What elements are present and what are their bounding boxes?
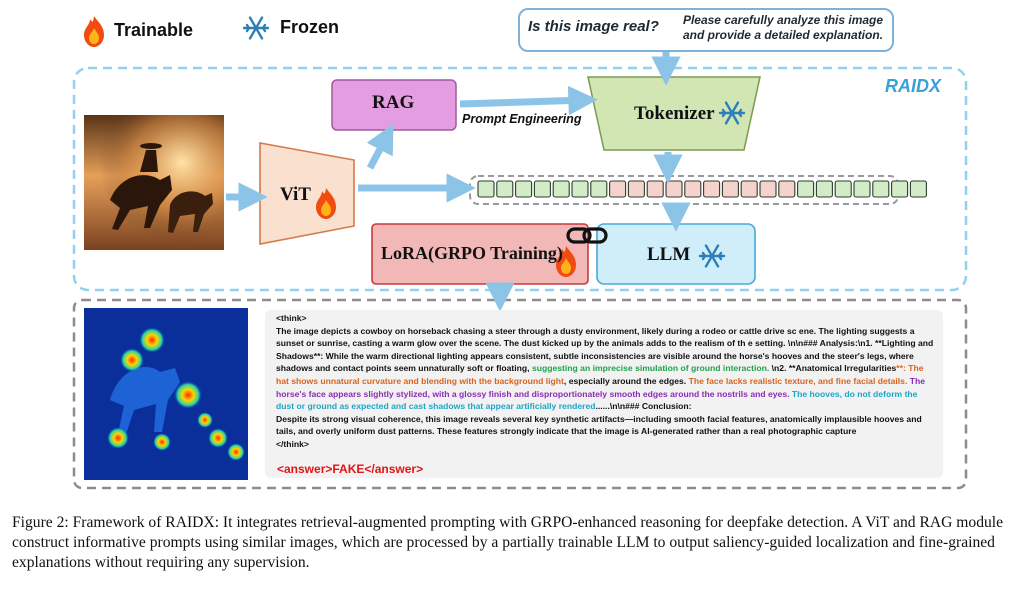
token-green bbox=[515, 180, 533, 198]
token-pink bbox=[684, 180, 702, 198]
flame-icon-lora bbox=[556, 246, 576, 277]
lora-module bbox=[371, 223, 589, 285]
output-frame bbox=[72, 298, 968, 490]
rag-label: RAG bbox=[372, 92, 415, 113]
token-green bbox=[815, 180, 833, 198]
token-pink bbox=[759, 180, 777, 198]
rag-module bbox=[331, 79, 457, 131]
token-pink bbox=[778, 180, 796, 198]
token-pink bbox=[609, 180, 627, 198]
token-pink bbox=[665, 180, 683, 198]
analysis-text-2: \n2. **Anatomical Irregularities bbox=[769, 363, 897, 374]
reasoning-conclusion: Despite its strong visual coherence, thi… bbox=[276, 413, 922, 437]
analysis-text-1: The image depicts a cowboy on horseback … bbox=[276, 325, 934, 374]
answer-output: <answer>FAKE</answer> bbox=[277, 462, 424, 476]
token-pink bbox=[740, 180, 758, 198]
tokenizer-label: Tokenizer bbox=[634, 103, 715, 124]
token-pink bbox=[646, 180, 664, 198]
flame-icon-vit bbox=[316, 188, 336, 219]
token-green bbox=[571, 180, 589, 198]
highlight-ground-interaction: suggesting an imprecise simulation of gr… bbox=[531, 363, 770, 374]
reasoning-analysis: The image depicts a cowboy on horseback … bbox=[276, 325, 936, 413]
snowflake-icon-tokenizer bbox=[718, 101, 746, 125]
analysis-text-3: , especially around the edges. bbox=[563, 375, 689, 386]
highlight-face-texture: The face lacks realistic texture, and fi… bbox=[688, 375, 908, 386]
token-green bbox=[872, 180, 890, 198]
token-pink bbox=[703, 180, 721, 198]
token-green bbox=[533, 180, 551, 198]
vit-label: ViT bbox=[280, 184, 311, 205]
token-pink bbox=[721, 180, 739, 198]
snowflake-icon-llm bbox=[698, 244, 726, 268]
token-green bbox=[853, 180, 871, 198]
think-close-tag: </think> bbox=[276, 438, 309, 449]
token-pink bbox=[627, 180, 645, 198]
output-text-panel bbox=[265, 310, 943, 478]
prompt-engineering-label: Prompt Engineering bbox=[462, 112, 582, 126]
raidx-frame bbox=[72, 66, 968, 292]
analysis-text-6: ......\n\n### Conclusion: bbox=[595, 401, 692, 412]
tokenizer-module bbox=[587, 76, 761, 151]
token-green bbox=[590, 180, 608, 198]
token-green bbox=[797, 180, 815, 198]
raidx-label: RAIDX bbox=[885, 76, 942, 96]
token-green bbox=[496, 180, 514, 198]
think-open-tag: <think> bbox=[276, 313, 307, 323]
token-green bbox=[477, 180, 495, 198]
reasoning-output: <think> The image depicts a cowboy on ho… bbox=[276, 312, 936, 451]
token-green bbox=[834, 180, 852, 198]
token-green bbox=[909, 180, 927, 198]
prompt-instruction: Please carefully analyze this image and … bbox=[682, 13, 884, 42]
llm-label: LLM bbox=[647, 244, 691, 265]
legend-frozen-label: Frozen bbox=[280, 17, 340, 37]
legend-trainable-label: Trainable bbox=[114, 20, 194, 40]
token-green bbox=[891, 180, 909, 198]
input-photo bbox=[84, 115, 224, 250]
token-sequence bbox=[477, 180, 927, 198]
token-green bbox=[552, 180, 570, 198]
lora-label: LoRA(GRPO Training) bbox=[381, 243, 563, 263]
figure-caption: Figure 2: Framework of RAIDX: It integra… bbox=[12, 514, 1004, 571]
saliency-heatmap bbox=[84, 308, 248, 480]
flow-arrows bbox=[226, 48, 691, 312]
prompt-question: Is this image real? bbox=[528, 18, 659, 35]
highlight-hat-curvature: **: The hat shows unnatural curvature an… bbox=[276, 363, 924, 386]
snowflake-icon-legend bbox=[242, 16, 270, 40]
prompt-box bbox=[518, 8, 894, 52]
highlight-hooves: The hooves, do not deform the dust or gr… bbox=[276, 388, 918, 412]
chain-link-icon bbox=[566, 227, 608, 244]
highlight-horse-face: The horse's face appears slightly styliz… bbox=[276, 375, 926, 399]
flame-icon-legend bbox=[84, 16, 104, 47]
